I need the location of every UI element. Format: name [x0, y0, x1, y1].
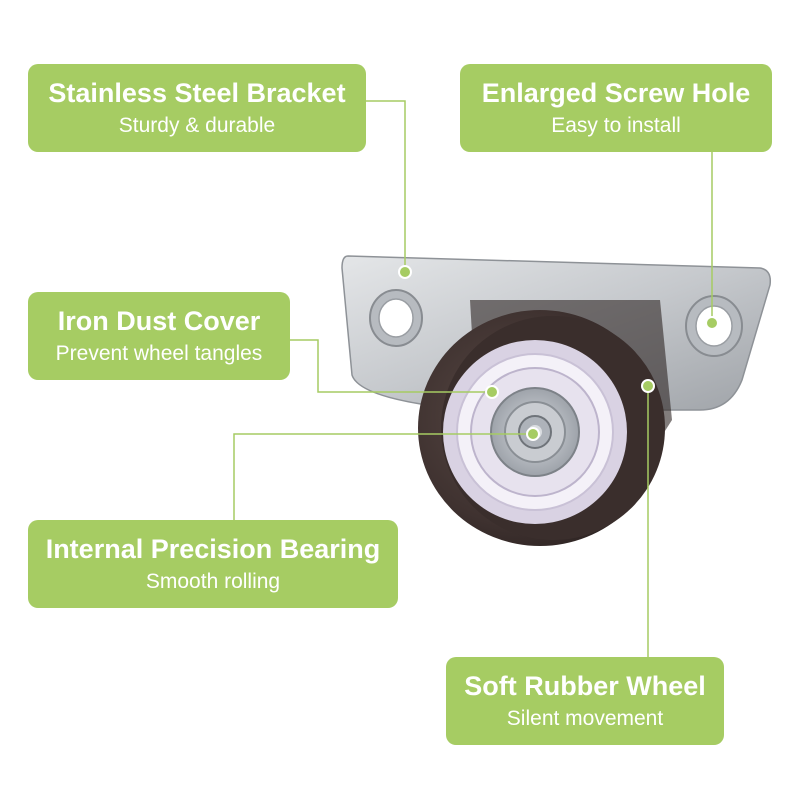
label-title: Internal Precision Bearing: [45, 534, 381, 564]
label-subtitle: Silent movement: [506, 707, 664, 730]
label-title: Iron Dust Cover: [57, 306, 261, 336]
label-subtitle: Prevent wheel tangles: [55, 342, 263, 365]
label-internal-precision-bearing: Internal Precision Bearing Smooth rollin…: [28, 520, 398, 608]
label-title: Stainless Steel Bracket: [48, 78, 346, 108]
label-enlarged-screw-hole: Enlarged Screw Hole Easy to install: [460, 64, 772, 152]
label-subtitle: Easy to install: [551, 114, 681, 137]
label-stainless-steel-bracket: Stainless Steel Bracket Sturdy & durable: [28, 64, 366, 152]
label-title: Soft Rubber Wheel: [464, 671, 706, 701]
label-soft-rubber-wheel: Soft Rubber Wheel Silent movement: [446, 657, 724, 745]
label-subtitle: Sturdy & durable: [118, 114, 276, 137]
label-title: Enlarged Screw Hole: [481, 78, 751, 108]
label-subtitle: Smooth rolling: [145, 570, 281, 593]
label-iron-dust-cover: Iron Dust Cover Prevent wheel tangles: [28, 292, 290, 380]
